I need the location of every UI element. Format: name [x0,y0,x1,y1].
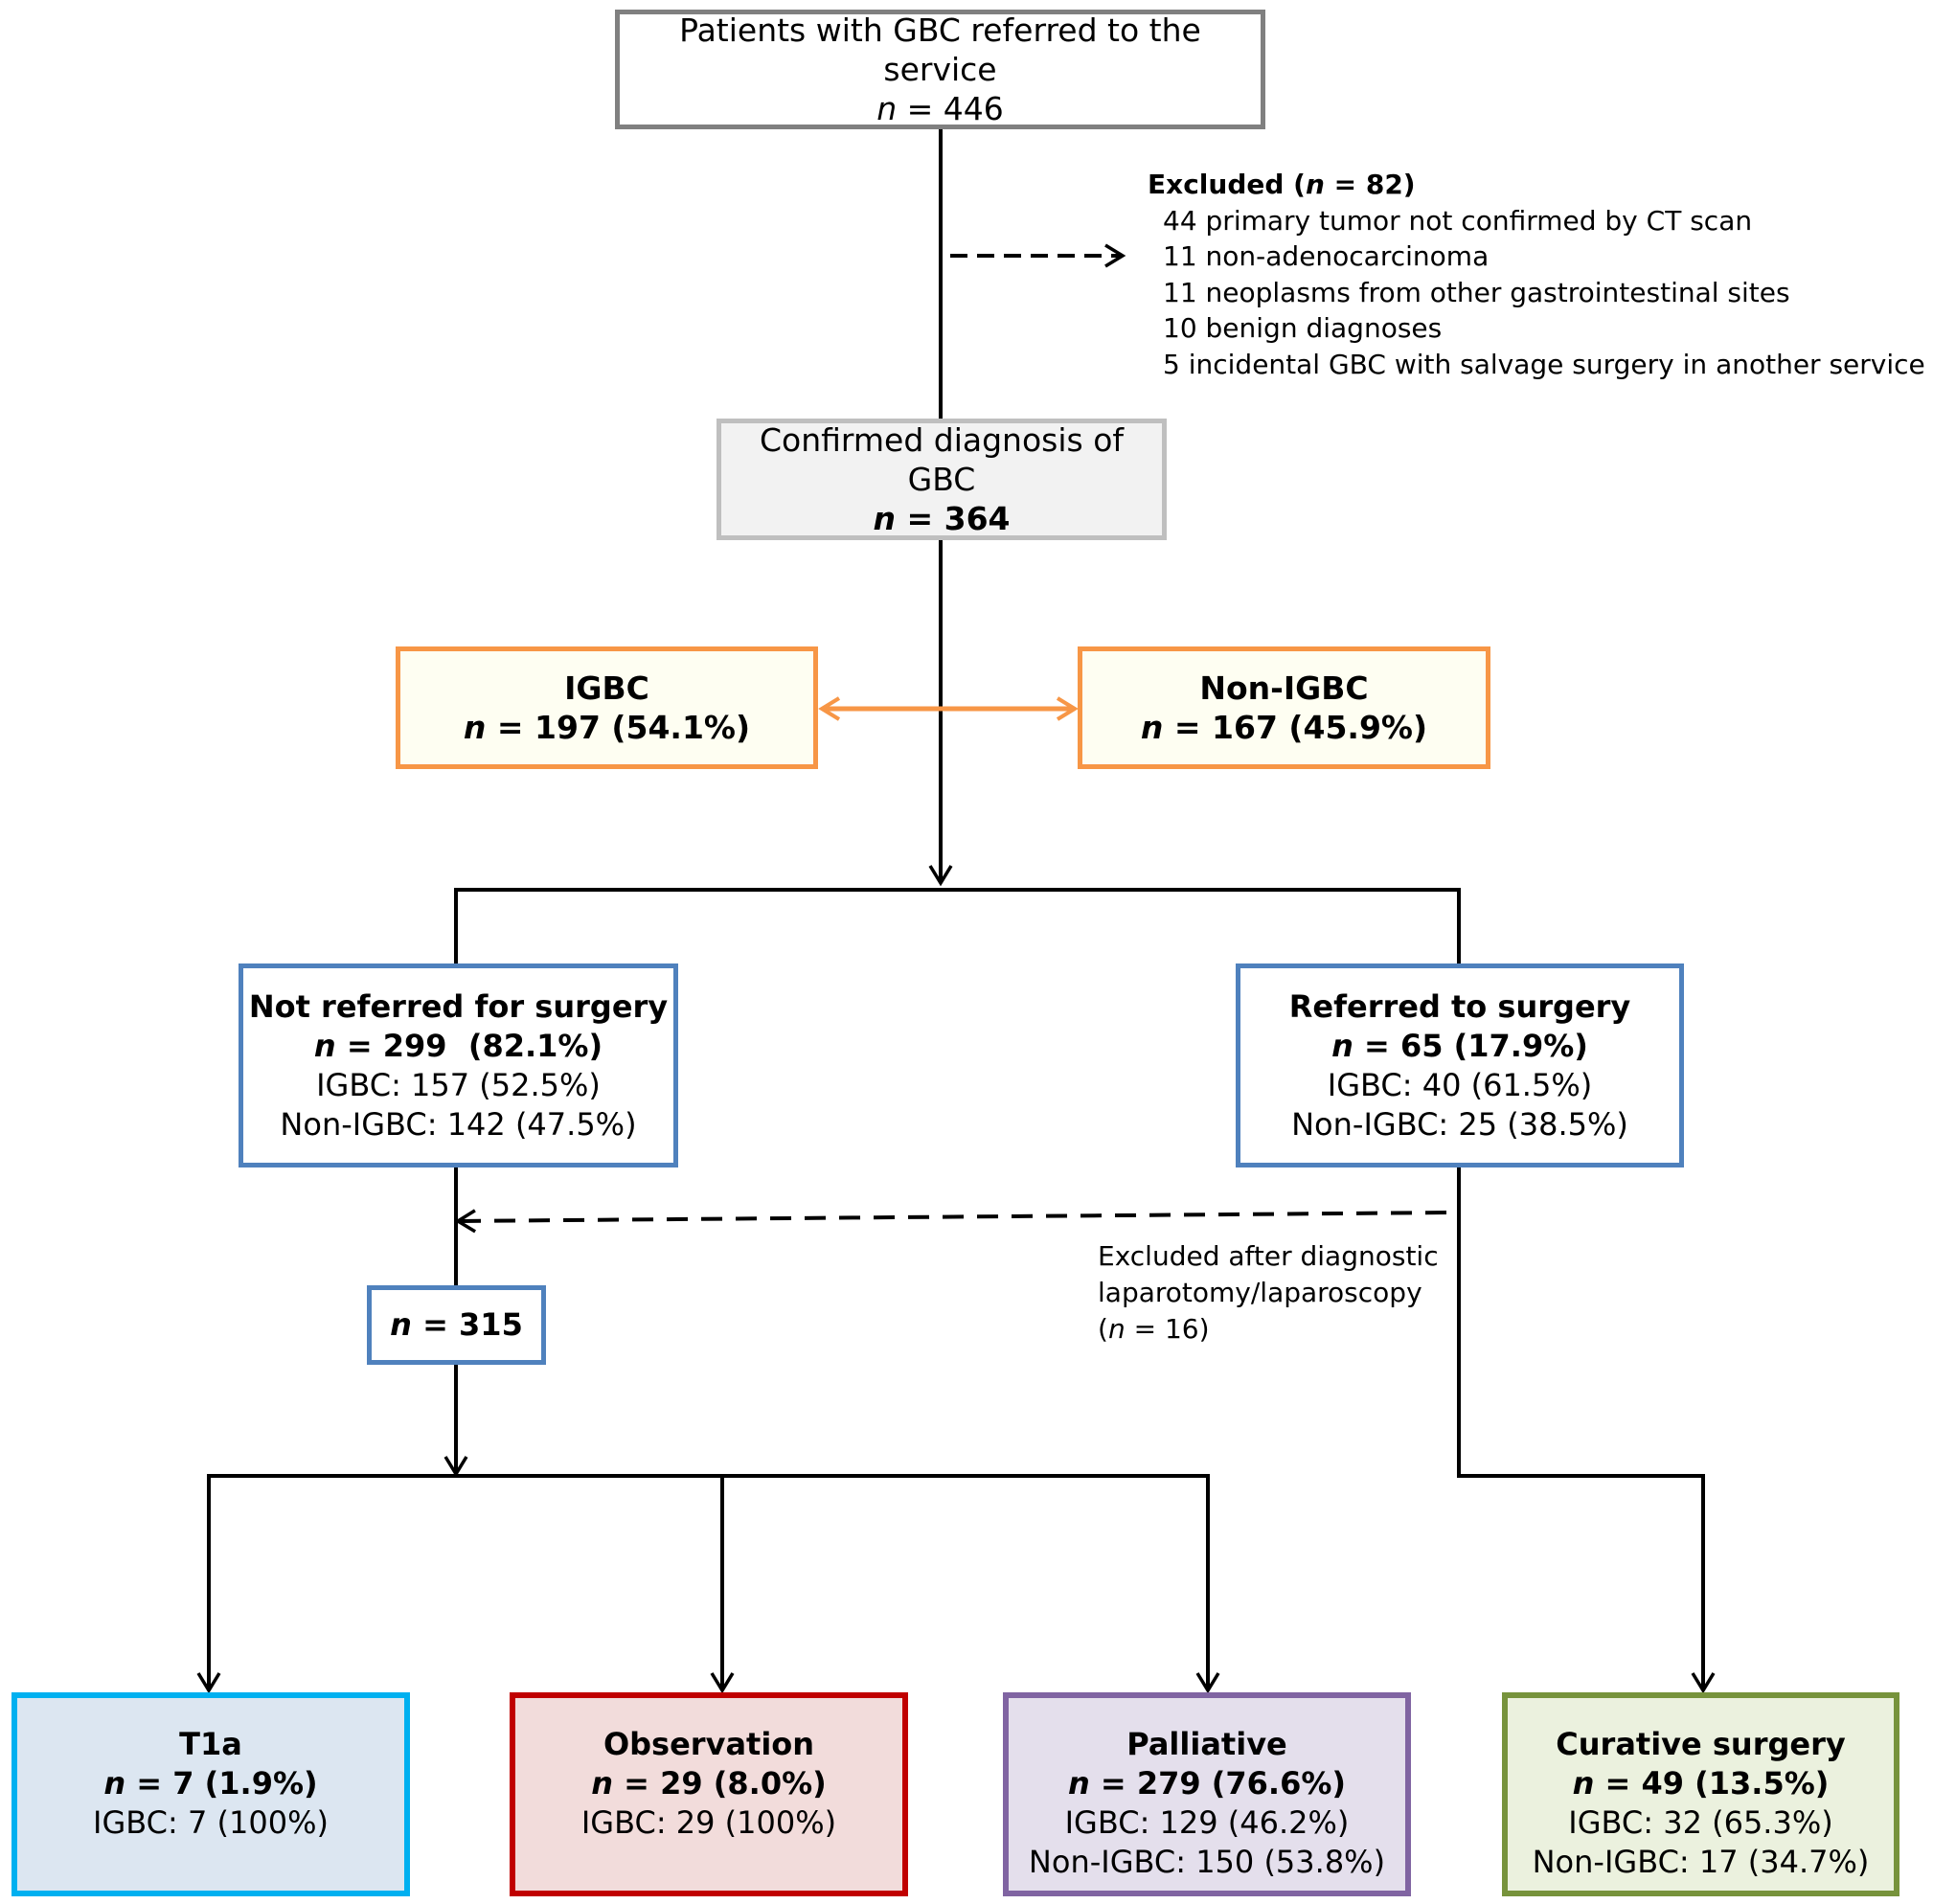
curative-igbc: IGBC: 32 (65.3%) [1568,1804,1833,1841]
palliative-box: Palliative n = 279 (76.6%) IGBC: 129 (46… [1003,1692,1411,1896]
curative-surgery-box: Curative surgery n = 49 (13.5%) IGBC: 32… [1502,1692,1899,1896]
excluded-item: 5 incidental GBC with salvage surgery in… [1163,348,1925,380]
non-igbc-count: n = 167 (45.9%) [1140,709,1428,746]
excluded-laparotomy-note: Excluded after diagnostic laparotomy/lap… [1098,1240,1439,1345]
combined-315-box: n = 315 [367,1285,546,1365]
igbc-title: IGBC [564,669,649,707]
excluded-heading: Excluded (n = 82) [1148,169,1416,200]
not-referred-box: Not referred for surgery n = 299 (82.1%)… [239,963,678,1167]
t1a-igbc: IGBC: 7 (100%) [93,1804,329,1841]
excluded-list: Excluded (n = 82) 44 primary tumor not c… [1148,167,1925,382]
confirmed-title: Confirmed diagnosis of GBC [759,421,1125,498]
not-referred-non-igbc: Non-IGBC: 142 (47.5%) [280,1105,637,1143]
t1a-box: T1a n = 7 (1.9%) IGBC: 7 (100%) [11,1692,410,1896]
referred-surgery-box: Referred to surgery n = 65 (17.9%) IGBC:… [1236,963,1684,1167]
igbc-count: n = 197 (54.1%) [463,709,751,746]
palliative-count: n = 279 (76.6%) [1067,1765,1347,1802]
palliative-non-igbc: Non-IGBC: 150 (53.8%) [1028,1844,1386,1880]
not-referred-count: n = 299 (82.1%) [313,1027,603,1064]
not-referred-title: Not referred for surgery [248,987,669,1025]
referred-title: Patients with GBC referred to the servic… [679,11,1201,88]
t1a-count: n = 7 (1.9%) [103,1765,318,1802]
observation-igbc: IGBC: 29 (100%) [580,1804,837,1841]
palliative-igbc: IGBC: 129 (46.2%) [1064,1804,1350,1841]
excluded-item: 11 neoplasms from other gastrointestinal… [1163,276,1790,308]
right-line-to-curative [1457,1167,1716,1694]
referred-surgery-non-igbc: Non-IGBC: 25 (38.5%) [1291,1105,1628,1143]
observation-title: Observation [603,1726,815,1762]
referred-surgery-count: n = 65 (17.9%) [1331,1027,1588,1064]
referred-count: n = 446 [876,90,1004,127]
curative-title: Curative surgery [1556,1726,1846,1762]
palliative-title: Palliative [1126,1726,1287,1762]
referred-surgery-title: Referred to surgery [1288,987,1631,1025]
non-igbc-title: Non-IGBC [1199,669,1369,707]
observation-count: n = 29 (8.0%) [591,1765,827,1802]
non-igbc-box: Non-IGBC n = 167 (45.9%) [1078,646,1490,769]
excluded-item: 10 benign diagnoses [1163,312,1443,344]
confirmed-count: n = 364 [873,500,1011,537]
confirmed-diagnosis-box: Confirmed diagnosis of GBC n = 364 [716,419,1167,540]
curative-non-igbc: Non-IGBC: 17 (34.7%) [1532,1844,1870,1880]
referred-patients-box: Patients with GBC referred to the servic… [615,10,1265,129]
curative-count: n = 49 (13.5%) [1572,1765,1830,1802]
t1a-title: T1a [179,1726,242,1762]
combined-count: n = 315 [390,1306,523,1343]
excluded-item: 44 primary tumor not confirmed by CT sca… [1163,204,1753,237]
excluded-lap-dashed-arrow [454,1209,1447,1234]
excluded-item: 11 non-adenocarcinoma [1163,240,1490,272]
igbc-box: IGBC n = 197 (54.1%) [396,646,818,769]
observation-box: Observation n = 29 (8.0%) IGBC: 29 (100%… [510,1692,908,1896]
referred-surgery-igbc: IGBC: 40 (61.5%) [1327,1066,1593,1103]
not-referred-igbc: IGBC: 157 (52.5%) [316,1066,601,1103]
